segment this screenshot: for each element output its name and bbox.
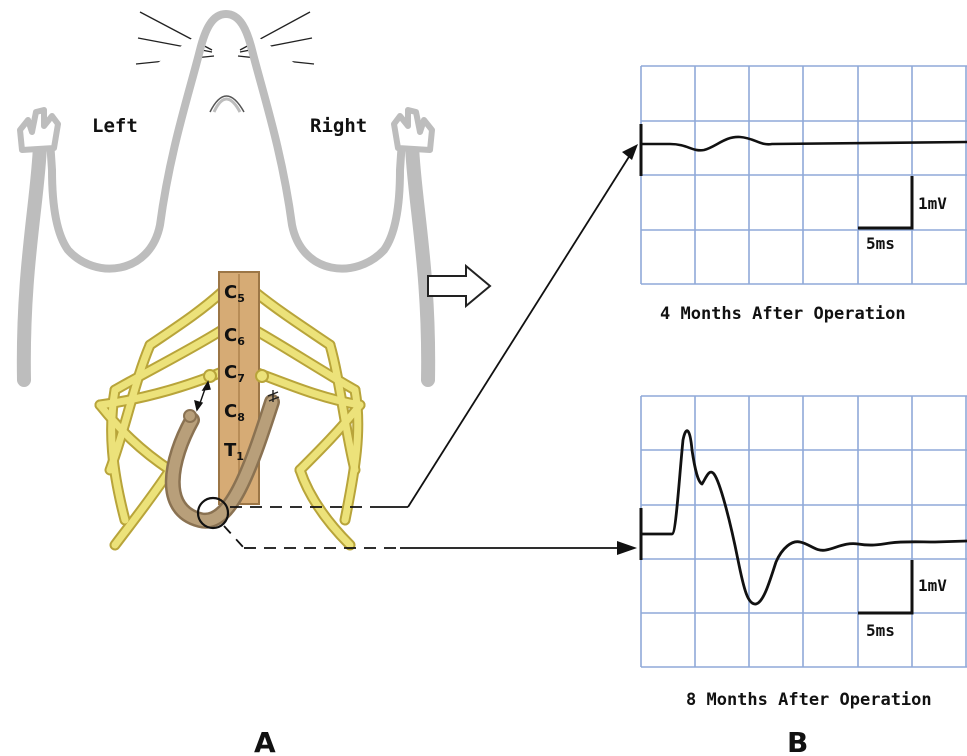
label-left: Left — [92, 115, 138, 137]
right-arm — [412, 145, 428, 380]
left-arm — [24, 145, 40, 380]
connector-bottom-arrowhead — [617, 541, 637, 555]
recording-top-time-scale: 5ms — [866, 234, 895, 253]
graft-end — [184, 410, 196, 422]
whiskers — [136, 12, 314, 64]
panel-label-b: B — [787, 726, 808, 756]
left-paw — [20, 110, 58, 150]
recording-top-voltage-scale: 1mV — [918, 194, 947, 213]
recording-bottom-scalebar — [858, 560, 912, 613]
recording-bottom-voltage-scale: 1mV — [918, 576, 947, 595]
connector-bottom — [224, 526, 620, 548]
recording-top-grid — [641, 66, 967, 284]
recording-bottom-caption: 8 Months After Operation — [686, 690, 932, 710]
right-paw — [394, 110, 432, 150]
recording-bottom: 1mV 5ms 8 Months After Operation — [641, 396, 967, 710]
connector-top-arrowhead — [622, 144, 638, 160]
recording-top-scalebar — [858, 176, 912, 228]
c7-stump — [204, 370, 216, 382]
label-right: Right — [310, 115, 367, 137]
recording-top: 1mV 5ms 4 Months After Operation — [641, 66, 967, 324]
recording-top-trace — [641, 137, 967, 150]
panel-label-a: A — [254, 726, 276, 756]
recording-bottom-time-scale: 5ms — [866, 621, 895, 640]
panel-transition-arrow — [428, 266, 490, 306]
body-outline — [50, 14, 402, 269]
recording-top-caption: 4 Months After Operation — [660, 304, 906, 324]
